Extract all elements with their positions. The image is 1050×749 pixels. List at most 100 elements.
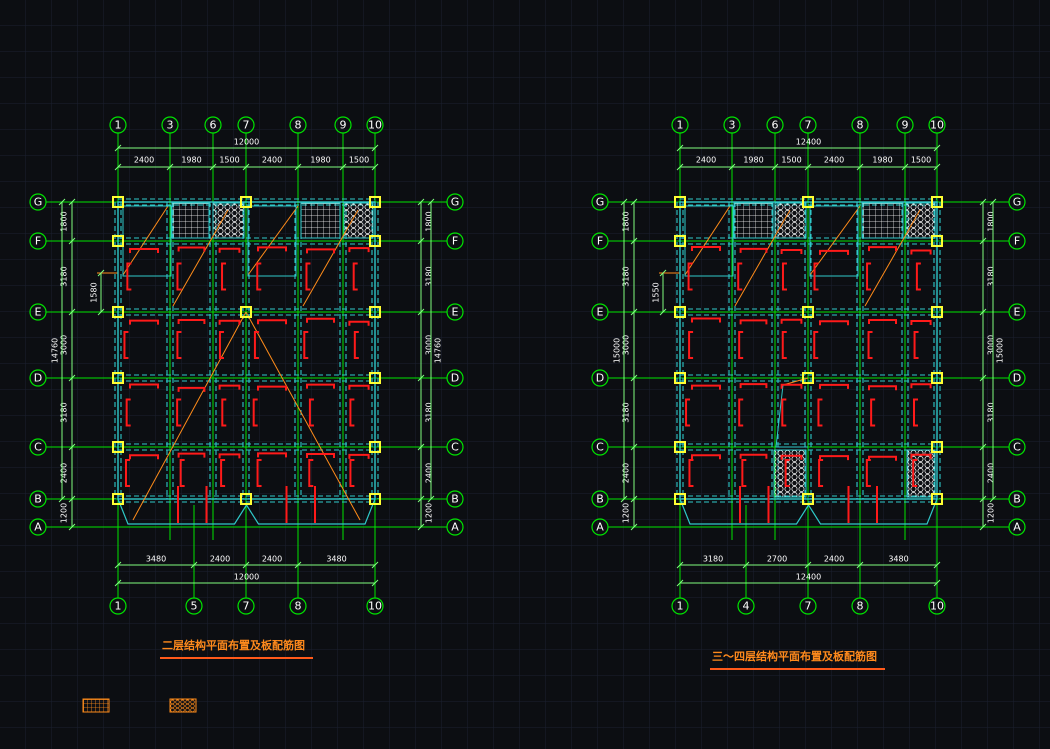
axis-bubble-circle [591, 232, 609, 250]
rebar-side-bar [865, 459, 871, 487]
axis-bubble-circle [1008, 438, 1026, 456]
axis-bubble-circle [671, 116, 689, 134]
slab-hatch-honeycomb [905, 202, 936, 239]
dim-left-segment: 2400 [622, 463, 631, 483]
dim-tick [417, 374, 425, 382]
axis-bubble-label: 6 [772, 119, 779, 132]
slab-hatch-grid [300, 202, 341, 239]
slab-hatch-grid [861, 202, 904, 239]
axis-bubble-right-A: A [1008, 518, 1026, 536]
axis-bubble-right-G: G [1008, 193, 1026, 211]
rebar-top-bar [868, 318, 897, 324]
axis-bubble-circle [29, 303, 47, 321]
rebar-side-bar [913, 398, 919, 427]
rebar-top-bar [177, 386, 206, 392]
slab-hatch-honeycomb [343, 202, 374, 239]
axis-bubble-circle [29, 518, 47, 536]
rebar-top-bar [910, 320, 932, 326]
dim-tick [676, 579, 684, 587]
axis-bubble-circle [289, 597, 307, 615]
axis-bubble-label: C [451, 441, 459, 454]
rebar-top-bar [868, 246, 897, 252]
rebar-side-bar [870, 398, 876, 427]
dim-left-segment: 3000 [622, 335, 631, 355]
axis-bubble-top-9: 9 [334, 116, 352, 134]
axis-bubble-circle [334, 116, 352, 134]
rebar-top-bar [257, 385, 287, 391]
rebar-top-bar [739, 319, 768, 325]
axis-bubble-label: D [1013, 372, 1021, 385]
axis-bubble-circle [591, 518, 609, 536]
axis-bubble-circle [446, 518, 464, 536]
axis-bubble-circle [591, 369, 609, 387]
dim-tick [676, 144, 684, 152]
axis-bubble-circle [185, 597, 203, 615]
column [112, 306, 124, 318]
axis-bubble-bottom-5: 5 [185, 597, 203, 615]
rebar-mark [218, 453, 241, 487]
rebar-mark [687, 246, 721, 291]
rebar-mark [126, 247, 159, 291]
column [674, 235, 686, 247]
axis-bubble-circle [29, 232, 47, 250]
dim-tick [427, 495, 435, 503]
rebar-side-bar [123, 331, 129, 359]
rebar-top-bar [129, 247, 159, 253]
grid-hatch-swatch [82, 698, 110, 713]
dim-left-segment: 1800 [60, 211, 69, 231]
column [931, 372, 943, 384]
axis-bubble-label: 10 [368, 600, 382, 613]
rebar-mark [177, 452, 206, 487]
axis-bubble-circle [161, 116, 179, 134]
rebar-mark [218, 384, 241, 427]
rebar-side-bar [221, 398, 227, 427]
rebar-top-bar [819, 383, 849, 389]
column [931, 235, 943, 247]
dim-tick [989, 198, 997, 206]
rebar-mark [738, 383, 768, 427]
dim-left-segment: 3180 [622, 402, 631, 422]
rebar-mark [218, 319, 241, 359]
honeycomb-hatch-swatch [169, 698, 197, 713]
dim-top-segment: 2400 [262, 156, 282, 165]
rebar-top-bar [691, 246, 721, 252]
rebar-side-bar [817, 398, 823, 427]
column [369, 235, 381, 247]
rebar-top-bar [348, 320, 370, 326]
rebar-side-bar [737, 262, 743, 291]
rebar-top-bar [348, 453, 370, 459]
rebar-top-bar [306, 248, 335, 254]
axis-bubble-circle [928, 116, 946, 134]
dim-left-overall: 14760 [51, 338, 60, 363]
column [802, 493, 814, 505]
dim-extra: 1580 [90, 282, 99, 302]
axis-bubble-left-G: G [29, 193, 47, 211]
rebar-side-bar [176, 262, 182, 291]
rebar-side-bar [688, 459, 694, 487]
dim-top-segment: 1980 [872, 156, 892, 165]
axis-bubble-label: B [451, 493, 459, 506]
rebar-side-bar [818, 459, 824, 487]
axis-bubble-circle [1008, 490, 1026, 508]
rebar-side-bar [781, 331, 787, 359]
dim-right-segment: 3000 [425, 335, 434, 355]
column [369, 306, 381, 318]
dim-tick [371, 579, 379, 587]
axis-bubble-label: 8 [857, 119, 864, 132]
rebar-mark [780, 454, 803, 487]
rebar-mark [739, 453, 768, 487]
column [369, 372, 381, 384]
dim-top-segment: 1500 [911, 156, 931, 165]
dim-right-segment: 1200 [987, 503, 996, 523]
dim-left-segment: 3180 [60, 402, 69, 422]
axis-bubble-left-C: C [29, 438, 47, 456]
rebar-mark [306, 383, 335, 427]
dim-right-segment: 3000 [987, 335, 996, 355]
axis-bubble-circle [928, 597, 946, 615]
rebar-side-bar [352, 262, 358, 291]
rebar-side-bar [913, 331, 919, 359]
dim-tick [114, 561, 122, 569]
axis-bubble-circle [1008, 518, 1026, 536]
